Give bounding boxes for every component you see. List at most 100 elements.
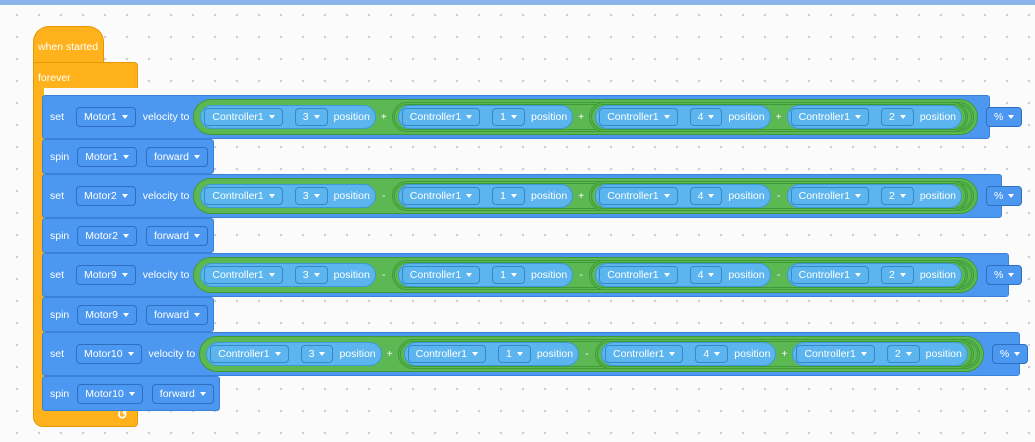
- motor-dropdown[interactable]: Motor10: [77, 383, 143, 404]
- axis-dropdown[interactable]: 4: [689, 187, 723, 205]
- motor-dropdown[interactable]: Motor1: [77, 146, 137, 167]
- set-velocity-block[interactable]: set Motor2 velocity to Controller1 3 pos…: [42, 174, 1023, 218]
- add-expression[interactable]: Controller1 3 position + Controller1 1 p…: [199, 336, 984, 372]
- subtract-expression[interactable]: Controller1 4 position - Controller1 2 p…: [589, 260, 969, 290]
- unit-dropdown[interactable]: %: [986, 186, 1023, 206]
- controller-dropdown[interactable]: Controller1: [401, 108, 481, 126]
- set-keyword: set: [50, 269, 65, 281]
- axis-dropdown[interactable]: 4: [689, 266, 723, 284]
- position-label: position: [333, 111, 370, 123]
- direction-dropdown[interactable]: forward: [145, 225, 208, 246]
- set-velocity-block[interactable]: set Motor1 velocity to Controller1 3 pos…: [42, 95, 1023, 139]
- forever-block[interactable]: [33, 62, 138, 88]
- motor-dropdown[interactable]: Motor9: [76, 265, 136, 285]
- axis-dropdown[interactable]: 2: [880, 266, 914, 284]
- axis-dropdown[interactable]: 2: [886, 345, 920, 363]
- controller-position-reporter[interactable]: Controller1 3 position: [200, 184, 376, 208]
- spin-motor-block[interactable]: spin Motor1 forward: [42, 139, 214, 174]
- add-expression[interactable]: Controller1 3 position + Controller1 1 p…: [193, 99, 979, 135]
- axis-dropdown[interactable]: 3: [294, 266, 328, 284]
- controller-position-reporter[interactable]: Controller1 1 position: [397, 105, 574, 129]
- controller-position-reporter[interactable]: Controller1 2 position: [786, 105, 963, 129]
- axis-dropdown[interactable]: 4: [689, 108, 723, 126]
- axis-dropdown[interactable]: 3: [294, 187, 328, 205]
- operator-sign: -: [579, 269, 583, 281]
- controller-position-reporter[interactable]: Controller1 3 position: [206, 342, 382, 366]
- operator-sign: +: [578, 190, 585, 202]
- position-label: position: [333, 269, 370, 281]
- controller-dropdown[interactable]: Controller1: [605, 345, 684, 363]
- controller-dropdown[interactable]: Controller1: [407, 345, 486, 363]
- subtract-expression[interactable]: Controller1 3 position - Controller1 1 p…: [193, 257, 979, 293]
- subtract-expression[interactable]: Controller1 3 position - Controller1 1 p…: [193, 178, 979, 214]
- direction-dropdown[interactable]: forward: [151, 383, 214, 404]
- controller-dropdown[interactable]: Controller1: [204, 187, 283, 205]
- controller-position-reporter[interactable]: Controller1 4 position: [595, 184, 771, 208]
- controller-dropdown[interactable]: Controller1: [401, 187, 481, 205]
- controller-dropdown[interactable]: Controller1: [790, 266, 869, 284]
- axis-dropdown[interactable]: 4: [695, 345, 729, 363]
- controller-position-reporter[interactable]: Controller1 4 position: [595, 105, 771, 129]
- controller-dropdown[interactable]: Controller1: [401, 266, 481, 284]
- controller-dropdown[interactable]: Controller1: [204, 266, 283, 284]
- position-label: position: [531, 190, 568, 202]
- repeat-arrow-icon: ↺: [117, 407, 128, 422]
- motor-dropdown[interactable]: Motor10: [76, 344, 142, 364]
- axis-dropdown[interactable]: 3: [294, 108, 328, 126]
- unit-dropdown[interactable]: %: [991, 344, 1029, 364]
- spin-motor-block[interactable]: spin Motor9 forward: [42, 297, 214, 332]
- subtract-expression[interactable]: Controller1 4 position - Controller1 2 p…: [589, 181, 969, 211]
- motor-dropdown[interactable]: Motor2: [77, 225, 137, 246]
- add-expression[interactable]: Controller1 1 position + Controller1 4 p…: [391, 181, 975, 211]
- spin-keyword: spin: [50, 150, 70, 163]
- controller-position-reporter[interactable]: Controller1 2 position: [786, 263, 963, 287]
- controller-dropdown[interactable]: Controller1: [204, 108, 283, 126]
- controller-dropdown[interactable]: Controller1: [599, 266, 678, 284]
- unit-dropdown[interactable]: %: [986, 265, 1023, 285]
- controller-dropdown[interactable]: Controller1: [599, 108, 678, 126]
- when-started-block[interactable]: [33, 26, 104, 67]
- axis-dropdown[interactable]: 2: [880, 187, 914, 205]
- axis-dropdown[interactable]: 1: [492, 108, 525, 126]
- controller-position-reporter[interactable]: Controller1 1 position: [397, 263, 574, 287]
- direction-dropdown[interactable]: forward: [145, 146, 208, 167]
- controller-dropdown[interactable]: Controller1: [210, 345, 289, 363]
- direction-dropdown[interactable]: forward: [145, 304, 208, 325]
- controller-dropdown[interactable]: Controller1: [796, 345, 875, 363]
- position-label: position: [728, 269, 765, 281]
- spin-keyword: spin: [50, 387, 70, 400]
- controller-position-reporter[interactable]: Controller1 3 position: [200, 263, 376, 287]
- add-expression[interactable]: Controller1 1 position + Controller1 4 p…: [391, 102, 975, 132]
- axis-dropdown[interactable]: 1: [498, 345, 531, 363]
- controller-position-reporter[interactable]: Controller1 4 position: [595, 263, 771, 287]
- controller-position-reporter[interactable]: Controller1 2 position: [786, 184, 963, 208]
- axis-dropdown[interactable]: 2: [880, 108, 914, 126]
- motor-dropdown[interactable]: Motor2: [76, 186, 136, 206]
- unit-dropdown[interactable]: %: [986, 107, 1023, 127]
- add-expression[interactable]: Controller1 4 position + Controller1 2 p…: [595, 339, 974, 369]
- set-velocity-block[interactable]: set Motor9 velocity to Controller1 3 pos…: [42, 253, 1023, 297]
- controller-position-reporter[interactable]: Controller1 2 position: [792, 342, 968, 366]
- add-expression[interactable]: Controller1 4 position + Controller1 2 p…: [589, 102, 969, 132]
- controller-position-reporter[interactable]: Controller1 4 position: [601, 342, 777, 366]
- set-velocity-block[interactable]: set Motor10 velocity to Controller1 3 po…: [42, 332, 1029, 376]
- subtract-expression[interactable]: Controller1 1 position - Controller1 4 p…: [397, 339, 980, 369]
- motor-dropdown[interactable]: Motor9: [77, 304, 137, 325]
- subtract-expression[interactable]: Controller1 1 position - Controller1 4 p…: [391, 260, 975, 290]
- motor-dropdown[interactable]: Motor1: [76, 107, 136, 127]
- spin-motor-block[interactable]: spin Motor2 forward: [42, 218, 214, 253]
- controller-dropdown[interactable]: Controller1: [790, 108, 869, 126]
- spin-motor-block[interactable]: spin Motor10 forward: [42, 376, 220, 411]
- controller-position-reporter[interactable]: Controller1 1 position: [403, 342, 580, 366]
- operator-sign: +: [775, 111, 782, 123]
- controller-position-reporter[interactable]: Controller1 3 position: [200, 105, 376, 129]
- axis-dropdown[interactable]: 3: [300, 345, 334, 363]
- operator-sign: +: [578, 111, 585, 123]
- operator-sign: -: [776, 190, 781, 202]
- axis-dropdown[interactable]: 1: [492, 266, 525, 284]
- axis-dropdown[interactable]: 1: [492, 187, 525, 205]
- controller-position-reporter[interactable]: Controller1 1 position: [397, 184, 574, 208]
- controller-dropdown[interactable]: Controller1: [599, 187, 678, 205]
- velocity-to-keyword: velocity to: [142, 190, 190, 202]
- controller-dropdown[interactable]: Controller1: [790, 187, 869, 205]
